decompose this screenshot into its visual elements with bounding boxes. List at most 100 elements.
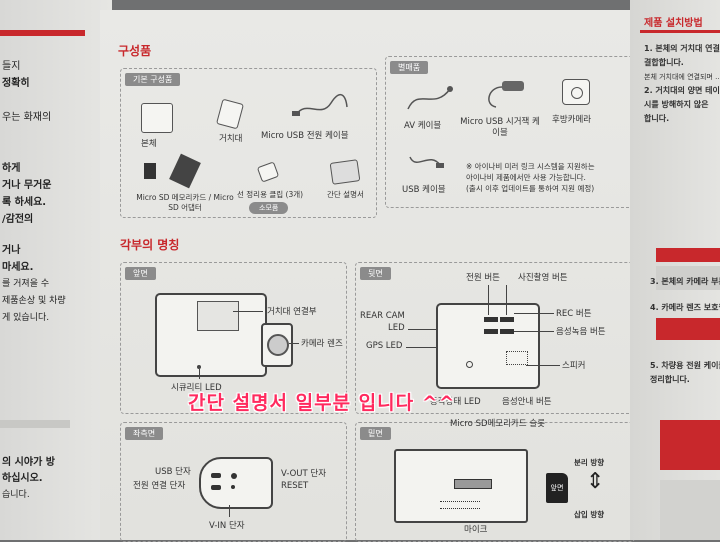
optional-item-label: 후방카메라: [552, 115, 592, 125]
back-view-tab: 뒷면: [360, 267, 391, 280]
manual-main-page: 구성품 기본 구성품 본체 거치대 Micro USB 전원 케이블 Micro…: [100, 10, 645, 542]
status-led-illustration: [466, 361, 473, 368]
left-line: 게 있습니다.: [2, 313, 50, 323]
right-red-block: [660, 420, 720, 470]
sd-card-icon: [144, 153, 201, 189]
usb-port-illustration: [211, 473, 221, 478]
right-line: 5. 차량용 전원 케이블: [650, 361, 720, 370]
leader-line: [514, 331, 554, 332]
part-label-sd-slot: Micro SD메모리카드 슬롯: [450, 419, 545, 429]
left-line: 하십시오.: [2, 473, 43, 484]
part-label-camera-lens: 카메라 렌즈: [301, 339, 343, 349]
optional-components-tab: 별매품: [390, 61, 429, 74]
basic-components-tab: 기본 구성품: [125, 73, 181, 86]
basic-item-label: 간단 설명서: [327, 190, 364, 199]
leader-line: [488, 285, 489, 315]
part-label-security-led: 시큐리티 LED: [171, 383, 222, 393]
basic-item-label: Micro SD 메모리카드 / Micro SD 어댑터: [136, 193, 234, 212]
install-section-title: 제품 설치방법: [644, 18, 703, 29]
part-label-voice-rec-button: 음성녹음 버튼: [556, 327, 606, 337]
part-label-power-button: 전원 버튼: [466, 273, 500, 283]
leader-line: [233, 311, 263, 312]
leader-line: [506, 285, 507, 315]
part-label-photo-button: 사진촬영 버튼: [518, 273, 568, 283]
right-red-banner: [656, 248, 720, 262]
lens-housing-illustration: [261, 323, 293, 367]
basic-item-label: Micro USB 전원 케이블: [261, 131, 349, 141]
left-page: 들지 정확히 우는 화재의 하게 거나 무거운 록 하세요. /감전의 거나 마…: [0, 0, 112, 540]
up-down-arrow-icon: ⇕: [586, 469, 605, 494]
part-label-insert-direction: 삽입 방향: [574, 510, 605, 519]
right-line: 1. 본체의 거치대 연결부에 거치: [644, 44, 720, 53]
left-line: 를 거져을 수: [2, 279, 50, 289]
part-label-speaker: 스피커: [562, 361, 586, 371]
left-line: 정확히: [2, 78, 30, 89]
part-label-reset: RESET: [281, 481, 309, 491]
left-line: 마세요.: [2, 262, 34, 273]
optional-components-box: 별매품 AV 케이블 Micro USB 시거잭 케이블 후방카메라 USB 케…: [385, 56, 635, 208]
left-line: /감전의: [2, 214, 34, 225]
left-line: 우는 화재의: [2, 112, 52, 123]
power-port-illustration: [211, 485, 221, 490]
part-label-mount-connector: 거치대 연결부: [267, 307, 317, 317]
part-label-rear-cam-led: LED: [388, 323, 405, 333]
left-line: [2, 92, 66, 109]
speaker-illustration: [506, 351, 528, 365]
consumable-badge: 소모품: [249, 202, 289, 214]
security-led-dot: [197, 365, 201, 369]
right-line: 본체 거치대에 연결되며 ...: [644, 73, 720, 81]
basic-item-label: 본체: [141, 139, 157, 149]
overlay-caption: 간단 설명서 일부분 입니다 ^^: [188, 392, 456, 414]
leader-line: [289, 343, 299, 344]
note-line: ※ 아이나비 미러 링크 시스템을 지원하는: [466, 162, 595, 171]
mic-illustration: [440, 501, 480, 509]
leader-line: [199, 369, 200, 379]
back-view-box: 뒷면 전원 버튼 사진촬영 버튼 REAR CAM LED REC 버튼 음성녹…: [355, 262, 635, 414]
left-line: 록 하세요.: [2, 197, 47, 208]
part-label-status-led: 동작상태 LED: [430, 397, 481, 407]
usb-cable-icon: [409, 156, 444, 168]
basic-components-box: 기본 구성품 본체 거치대 Micro USB 전원 케이블 Micro SD …: [120, 68, 377, 218]
part-label-vin-port: V-IN 단자: [209, 521, 245, 531]
left-line: 제품손상 및 차량: [2, 296, 66, 306]
leader-line: [406, 347, 438, 348]
leader-line: [408, 329, 438, 330]
left-line: 거나 무거운: [2, 180, 52, 191]
dashcam-front-illustration: [155, 293, 267, 377]
right-gray-block: [660, 480, 720, 540]
basic-item-label: 거치대: [219, 134, 243, 144]
sd-slot-illustration: [454, 479, 492, 489]
part-label-gps-led: GPS LED: [366, 341, 403, 351]
rear-camera-icon: [562, 79, 590, 105]
voice-rec-button-illustration: [500, 329, 514, 334]
part-label-remove-direction: 분리 방향: [574, 458, 605, 467]
optional-item-label: USB 케이블: [402, 185, 446, 195]
left-text-block: 들지 정확히 우는 화재의 하게 거나 무거운 록 하세요. /감전의 거나 마…: [2, 58, 66, 327]
dashcam-back-illustration: [436, 303, 540, 389]
leader-line: [514, 313, 554, 314]
optional-note: ※ 아이나비 미러 링크 시스템을 지원하는 아이나비 제품에서만 사용 가능합…: [466, 161, 595, 194]
camera-lens-icon: [267, 334, 289, 356]
parts-section-title: 각부의 명칭: [120, 238, 180, 252]
basic-item-label: 선 정리용 클립 (3개): [237, 190, 304, 199]
power-button-illustration: [484, 317, 498, 322]
left-text-block-bottom: 의 시야가 방 하십시오. 습니다.: [2, 455, 55, 503]
mount-connector-illustration: [197, 301, 239, 331]
contents-section-title: 구성품: [118, 44, 152, 58]
part-label-vout-port: V-OUT 단자: [281, 469, 327, 479]
note-line: 아이나비 제품에서만 사용 가능합니다.: [466, 173, 586, 182]
note-line: (출시 이후 업데이트를 통하여 지원 예정): [466, 184, 595, 193]
cigar-jack-cable-icon: [488, 81, 524, 108]
optional-item-label: Micro USB 시거잭 케이블: [460, 117, 540, 138]
left-line: 하게: [2, 163, 21, 174]
sd-card-icon: 앞면: [546, 473, 568, 503]
right-red-rule: [640, 30, 720, 33]
quick-guide-icon: [329, 159, 361, 185]
left-red-bar: [0, 30, 85, 36]
right-line: 4. 카메라 렌즈 보호필: [650, 303, 720, 312]
right-line: 2. 거치대의 양면 테이프 필: [644, 86, 720, 95]
vout-port-illustration: [231, 473, 237, 479]
right-line: 3. 본체의 카메라 부분: [650, 277, 720, 286]
leader-line: [526, 365, 560, 366]
right-page: 제품 설치방법 1. 본체의 거치대 연결부에 거치 결합합니다. 본체 거치대…: [630, 0, 720, 540]
